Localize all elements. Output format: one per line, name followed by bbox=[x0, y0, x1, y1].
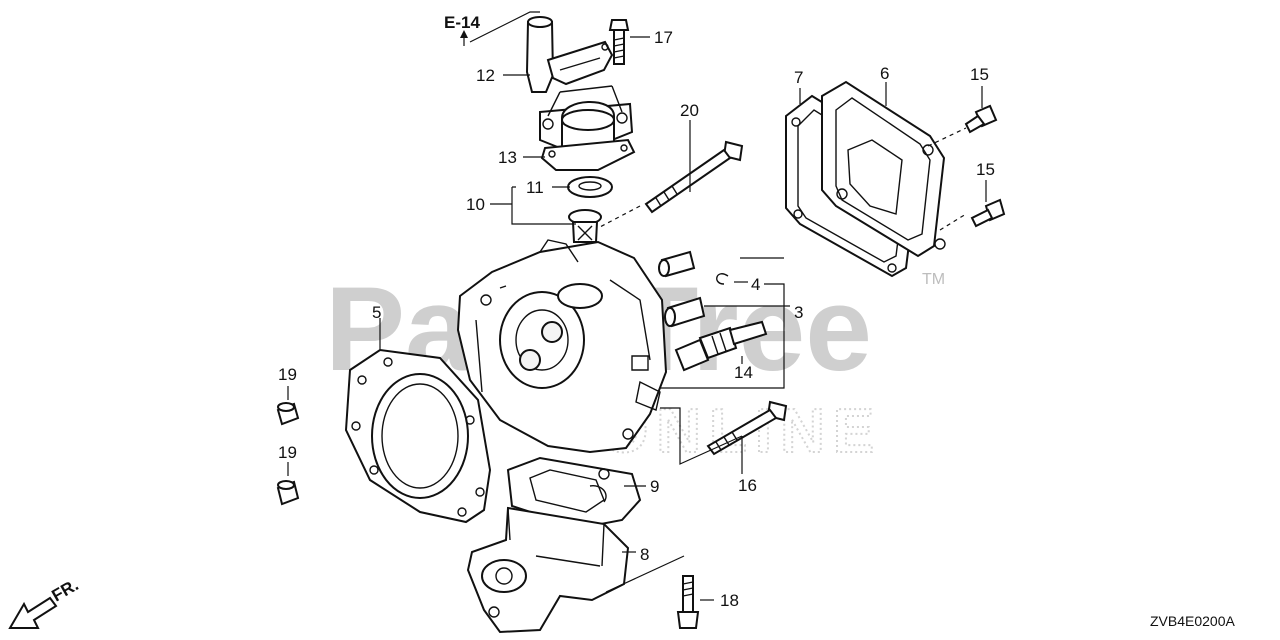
part-15-bolt-lower bbox=[970, 198, 1006, 228]
callout-10: 10 bbox=[466, 195, 485, 214]
callout-15-lower: 15 bbox=[976, 160, 995, 179]
reference-arrowhead bbox=[460, 30, 468, 38]
callout-13: 13 bbox=[498, 148, 517, 167]
direction-label: FR. bbox=[49, 575, 82, 605]
part-18-bolt bbox=[676, 575, 700, 629]
part-8-intake-manifold bbox=[466, 506, 630, 634]
callout-labels: 3 4 5 6 7 8 9 10 11 12 13 14 15 15 16 17… bbox=[278, 28, 995, 610]
callout-15-upper: 15 bbox=[970, 65, 989, 84]
part-13-thermostat-cover bbox=[539, 85, 636, 171]
callout-19-lower: 19 bbox=[278, 443, 297, 462]
part-3-valve-guide-upper bbox=[658, 250, 696, 278]
part-11-seal bbox=[567, 176, 613, 198]
callout-4: 4 bbox=[751, 275, 760, 294]
part-14-spark-plug bbox=[674, 320, 768, 372]
callout-3: 3 bbox=[794, 303, 803, 322]
watermark-trademark: TM bbox=[922, 271, 945, 288]
front-arrow-icon bbox=[8, 596, 58, 629]
callout-12: 12 bbox=[476, 66, 495, 85]
part-4-clip bbox=[716, 273, 729, 285]
part-19-dowel-lower bbox=[276, 480, 300, 506]
callout-9: 9 bbox=[650, 477, 659, 496]
callout-18: 18 bbox=[720, 591, 739, 610]
part-5-head-gasket bbox=[344, 348, 492, 524]
callout-8: 8 bbox=[640, 545, 649, 564]
part-17-bolt bbox=[608, 19, 630, 65]
part-16-bolt bbox=[706, 400, 788, 456]
part-20-long-bolt bbox=[644, 140, 744, 214]
callout-5: 5 bbox=[372, 303, 381, 322]
callout-11: 11 bbox=[526, 178, 544, 197]
part-10-thermostat bbox=[568, 209, 602, 243]
leader-lines bbox=[287, 36, 987, 601]
part-19-dowel-upper bbox=[276, 402, 300, 426]
direction-indicator: FR. bbox=[8, 575, 82, 629]
callout-14: 14 bbox=[734, 363, 753, 382]
callout-16: 16 bbox=[738, 476, 757, 495]
drawing-code: ZVB4E0200A bbox=[1150, 613, 1235, 629]
reference-label: E-14 bbox=[444, 13, 480, 32]
callout-6: 6 bbox=[880, 64, 889, 83]
reference-leader bbox=[469, 11, 540, 43]
part-12-water-bracket bbox=[525, 16, 614, 93]
callout-17: 17 bbox=[654, 28, 673, 47]
part-3-valve-guide-lower bbox=[664, 296, 706, 328]
part-15-bolt-upper bbox=[964, 104, 998, 134]
reference-marker: E-14 bbox=[444, 11, 540, 46]
cylinder-head bbox=[456, 239, 668, 454]
callout-7: 7 bbox=[794, 68, 803, 87]
callout-20: 20 bbox=[680, 101, 699, 120]
callout-19-upper: 19 bbox=[278, 365, 297, 384]
part-6-head-cover bbox=[821, 80, 946, 258]
